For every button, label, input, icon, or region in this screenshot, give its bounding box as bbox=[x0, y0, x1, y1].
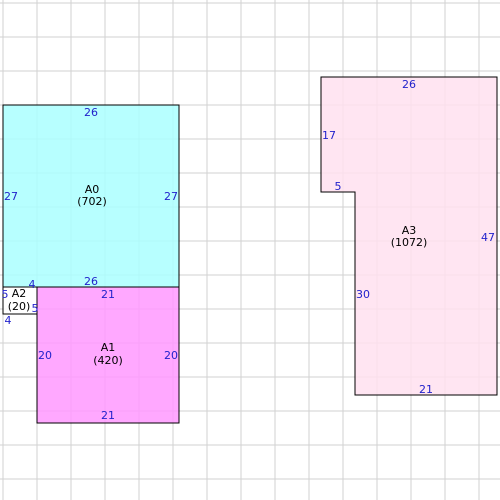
a3-notch-dimension: 5 bbox=[335, 180, 342, 193]
a0-right-dimension: 27 bbox=[164, 190, 178, 203]
a1-right-dimension: 20 bbox=[164, 349, 178, 362]
a0-bottom-left-dimension: 4 bbox=[29, 278, 36, 291]
region-a3-area: (1072) bbox=[391, 236, 428, 249]
a1-top-dimension: 21 bbox=[101, 288, 115, 301]
region-a2-label: A2 bbox=[12, 287, 27, 300]
region-a0-label: A0 bbox=[85, 183, 100, 196]
a3-top-dimension: 26 bbox=[402, 78, 416, 91]
a2-right-dimension: 5 bbox=[32, 302, 39, 315]
region-a2-area: (20) bbox=[8, 300, 31, 313]
region-a3[interactable] bbox=[320, 76, 498, 396]
a3-left-upper-dimension: 17 bbox=[322, 129, 336, 142]
a0-bottom-dimension: 26 bbox=[84, 275, 98, 288]
a3-right-dimension: 47 bbox=[481, 231, 495, 244]
region-a2[interactable] bbox=[2, 286, 38, 315]
region-a1-area: (420) bbox=[93, 354, 123, 367]
a0-top-dimension: 26 bbox=[84, 106, 98, 119]
a3-left-lower-dimension: 30 bbox=[356, 288, 370, 301]
a2-bottom-dimension: 4 bbox=[5, 314, 12, 327]
a3-bottom-dimension: 21 bbox=[419, 383, 433, 396]
region-a3-label: A3 bbox=[402, 224, 417, 237]
a1-bottom-dimension: 21 bbox=[101, 409, 115, 422]
a1-left-dimension: 20 bbox=[38, 349, 52, 362]
region-a1-label: A1 bbox=[101, 341, 116, 354]
region-a1[interactable] bbox=[36, 286, 180, 424]
region-a0-area: (702) bbox=[77, 195, 107, 208]
a0-left-dimension: 27 bbox=[4, 190, 18, 203]
a2-left-dimension: 5 bbox=[2, 288, 9, 301]
